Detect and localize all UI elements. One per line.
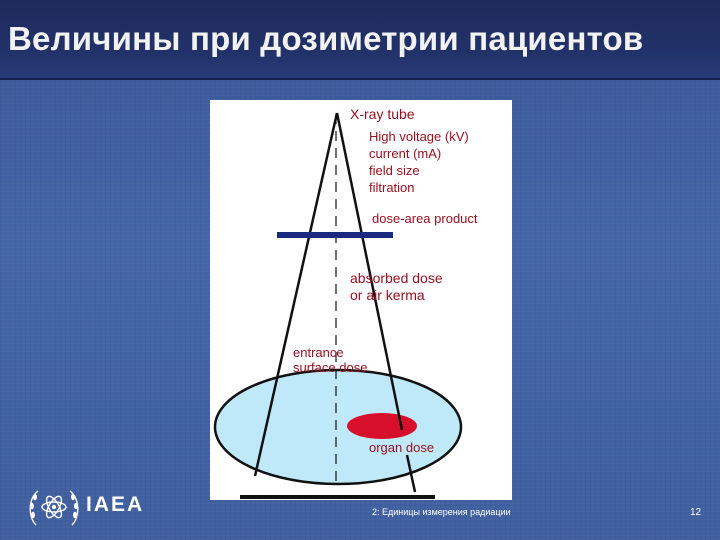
beam-edge-right-lower [405,454,417,493]
patient-body [213,368,463,486]
organ-dose-label: organ dose [369,440,435,455]
absorbed-dose-line-2: or air kerma [350,287,425,303]
entrance-dose-line-2: surface dose [293,360,368,375]
param-current: current (mA) [369,146,442,161]
xray-tube-label: X-ray tube [350,106,415,122]
param-high-voltage: High voltage (kV) [369,129,469,144]
atom-laurel-icon [29,490,79,526]
beam-edge-right [335,112,404,431]
title-bar: Величины при дозиметрии пациентов [0,0,720,80]
absorbed-dose-label: absorbed dose or air kerma [350,271,443,302]
dap-meter-bar [277,232,393,238]
param-filtration: filtration [369,180,415,195]
iaea-logo: IAEA [26,485,156,530]
footer-chapter-text: 2: Единицы измерения радиации [372,507,511,517]
absorbed-dose-line-1: absorbed dose [350,270,443,286]
organ-shape [347,413,417,439]
image-receptor-bar [240,495,435,499]
iaea-logo-text: IAEA [86,493,145,516]
page-number: 12 [690,507,702,518]
beam-edge-left [253,112,339,477]
slide-title: Величины при дозиметрии пациентов [8,20,644,57]
entrance-surface-dose-label: entrance surface dose [293,346,367,374]
diagram-drawing [213,112,463,499]
dose-area-product-label: dose-area product [372,211,478,226]
entrance-dose-line-1: entrance [293,345,344,360]
param-field-size: field size [369,163,420,178]
dosimetry-diagram: X-ray tube High voltage (kV) current (mA… [210,100,512,500]
